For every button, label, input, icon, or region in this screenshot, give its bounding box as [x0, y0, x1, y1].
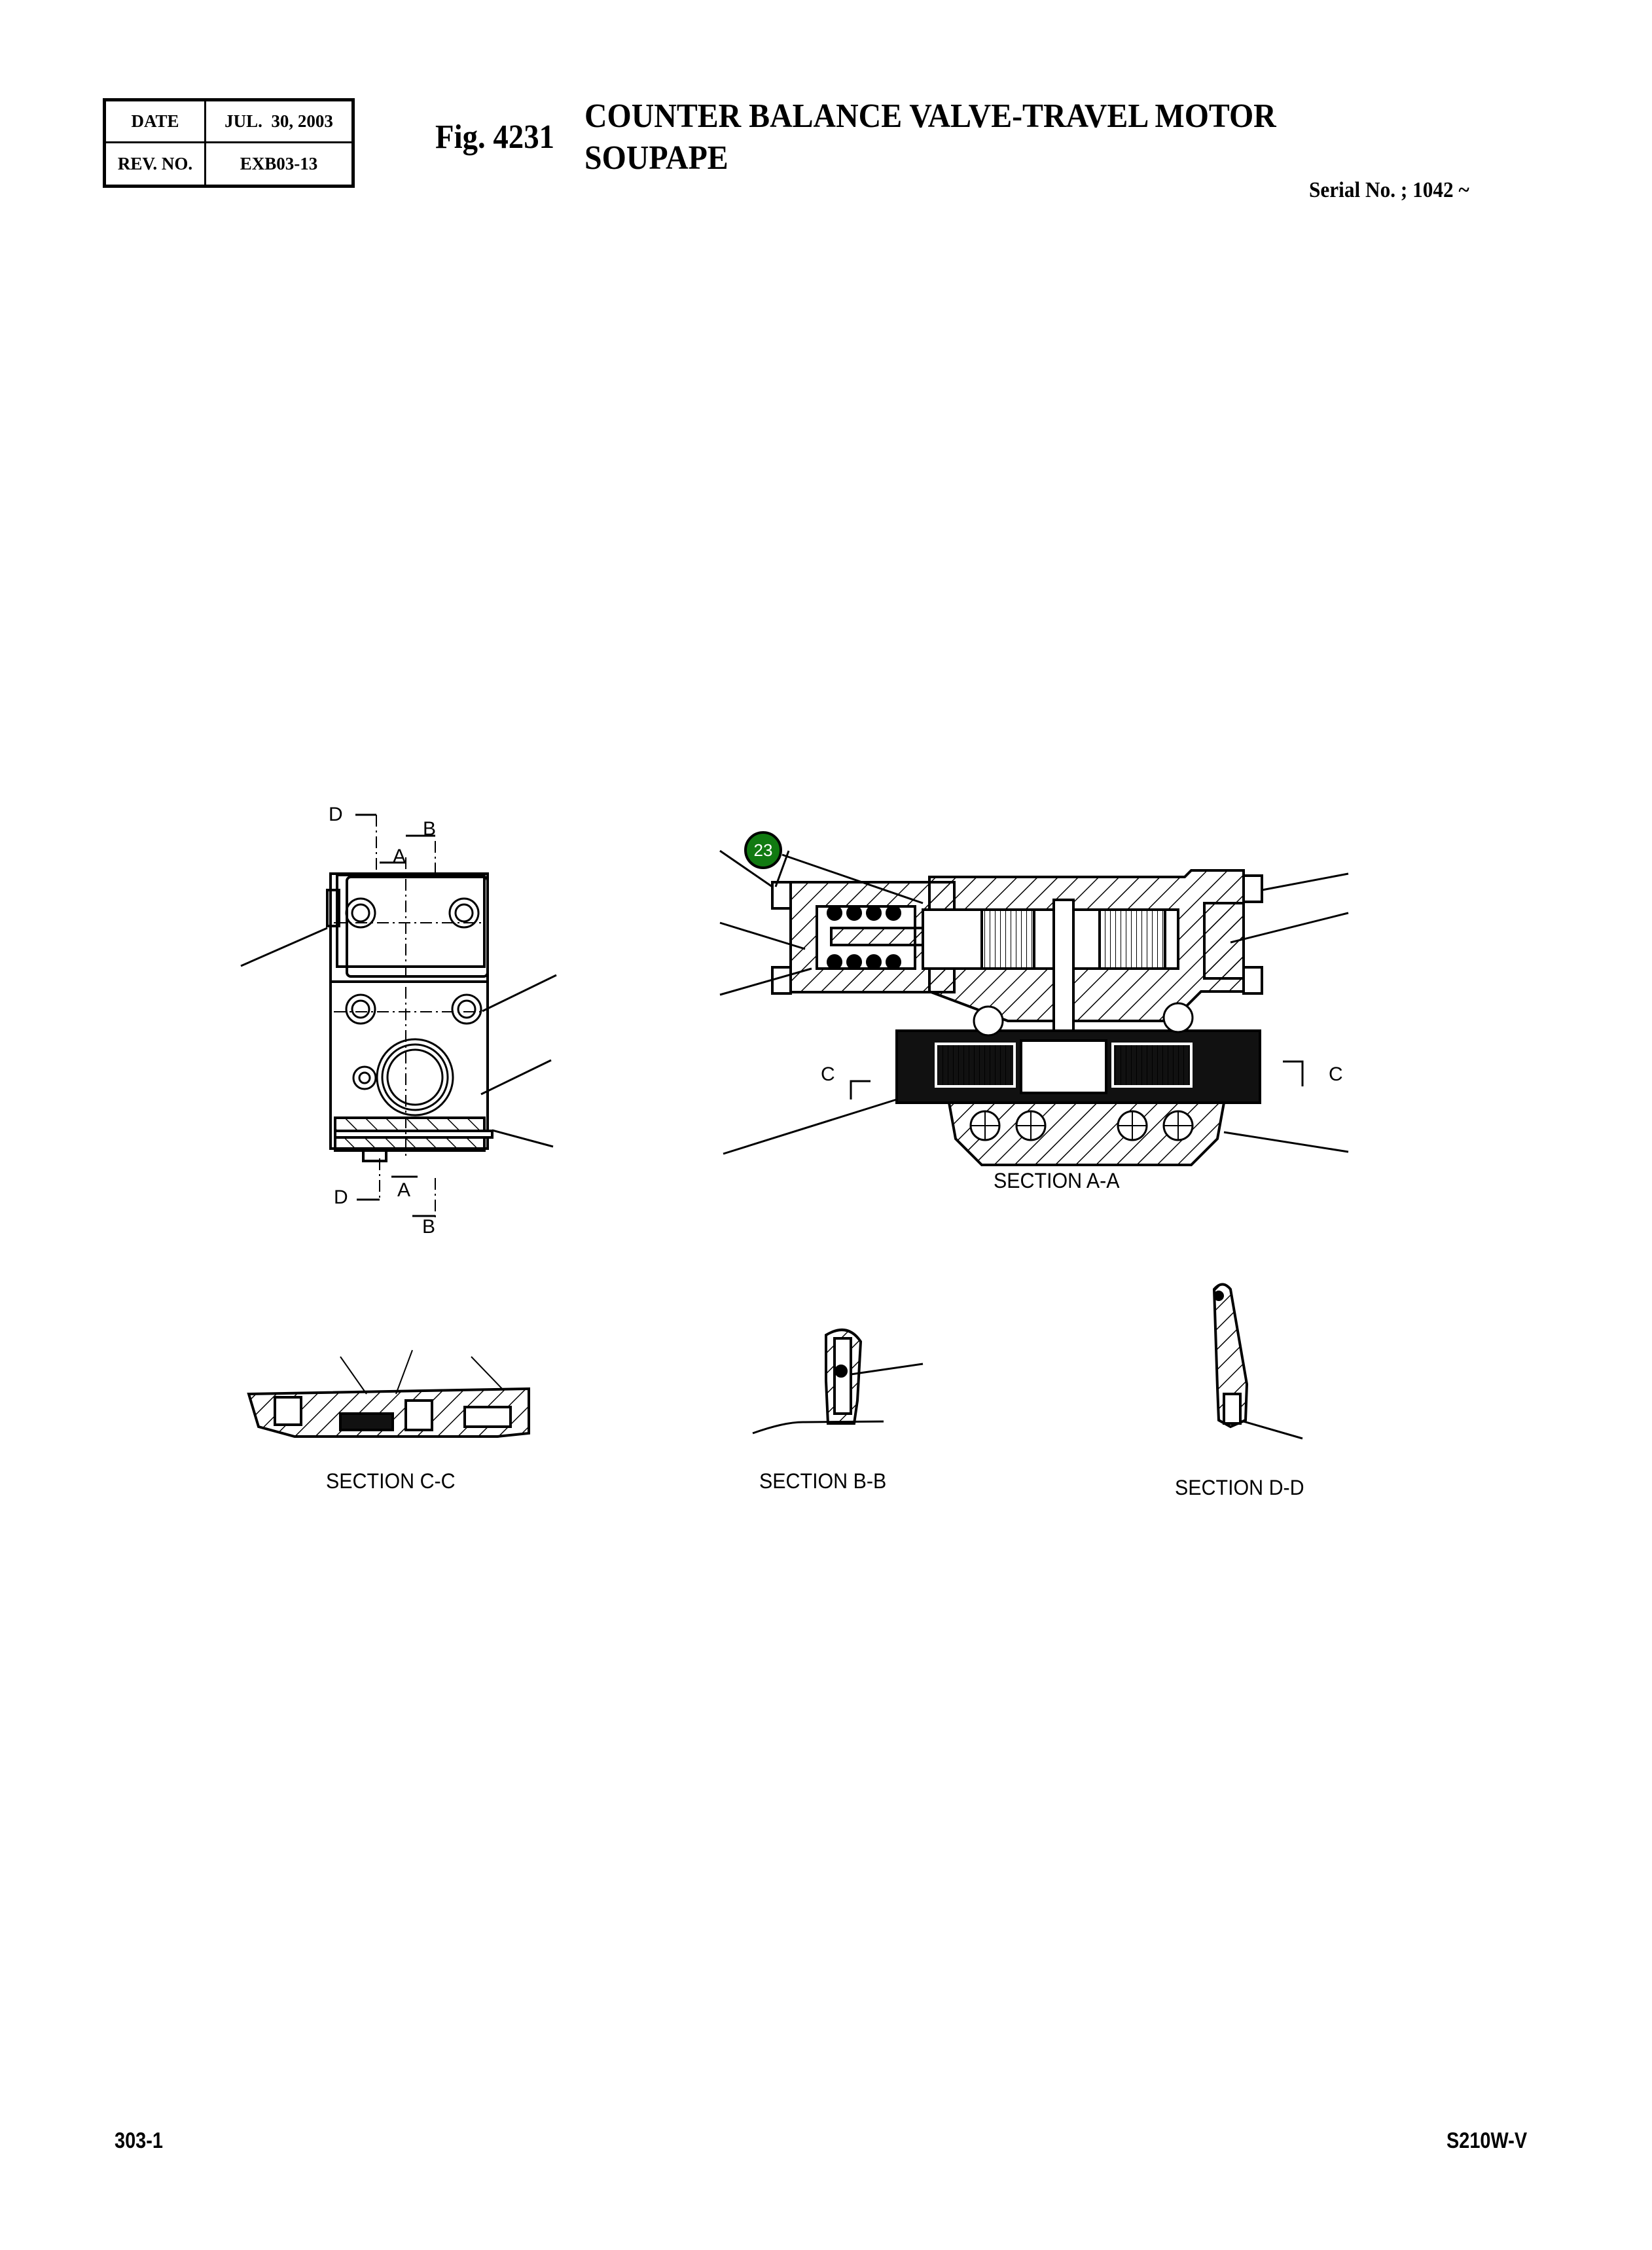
cut-label-d-top: D	[329, 804, 343, 825]
date-value: JUL. 30, 2003	[206, 101, 351, 143]
section-c-c-drawing	[247, 1349, 530, 1438]
section-d-d-label: SECTION D-D	[1175, 1476, 1304, 1499]
page-number: 303-1	[115, 2128, 163, 2153]
cut-label-a-top: A	[393, 846, 406, 867]
rev-value: EXB03-13	[240, 153, 318, 173]
rev-label: REV. NO.	[106, 143, 206, 185]
date-label: DATE	[106, 101, 206, 143]
section-c-c-label: SECTION C-C	[326, 1469, 456, 1493]
side-view	[240, 813, 557, 1217]
cut-label-b-top: B	[423, 818, 437, 840]
model-number: S210W-V	[1446, 2128, 1528, 2153]
serial-number: Serial No. ; 1042 ~	[1309, 178, 1469, 202]
cut-label-d-bottom: D	[334, 1187, 348, 1208]
cut-label-b-bottom: B	[422, 1216, 436, 1238]
cut-label-a-bottom: A	[397, 1179, 411, 1201]
page-subtitle: SOUPAPE	[584, 139, 728, 177]
section-d-d-drawing	[1212, 1283, 1303, 1440]
section-b-b-drawing	[752, 1329, 924, 1435]
part-callout-23[interactable]: 23	[744, 831, 782, 869]
section-a-a-drawing	[719, 849, 1349, 1166]
cut-label-c-left: C	[821, 1063, 835, 1085]
revision-table: DATE JUL. 30, 2003 REV. NO. EXB03-13	[103, 98, 355, 188]
section-a-a-label: SECTION A-A	[994, 1169, 1120, 1192]
figure-number: Fig. 4231	[435, 118, 554, 156]
cut-label-c-right: C	[1329, 1063, 1343, 1085]
page-title: COUNTER BALANCE VALVE-TRAVEL MOTOR	[584, 98, 1276, 135]
section-b-b-label: SECTION B-B	[759, 1469, 887, 1493]
